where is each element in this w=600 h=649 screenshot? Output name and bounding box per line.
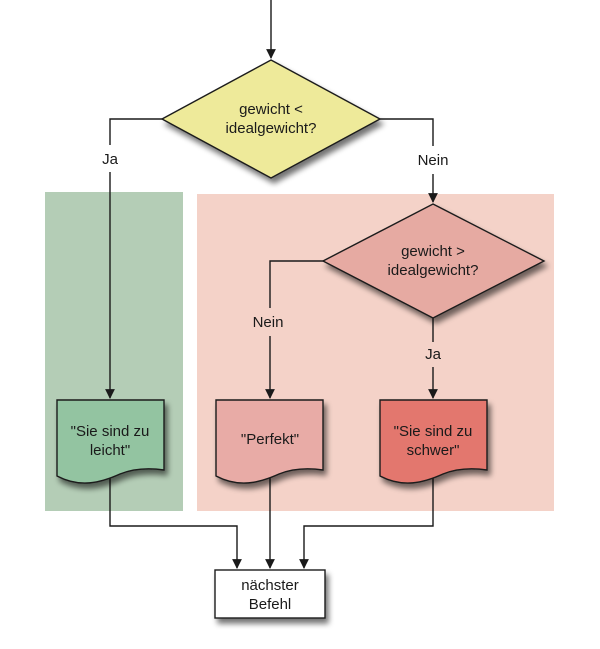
edge-decision2-no (269, 260, 325, 308)
edge-decision1-yes (109, 118, 162, 145)
next-line2: Befehl (249, 596, 292, 613)
decision2-line1: gewicht > (401, 243, 465, 260)
decision-weight-less-than-ideal[interactable]: gewicht < idealgewicht? (160, 59, 382, 179)
decision1-line1: gewicht < (239, 101, 303, 118)
output-light-line2: leicht" (90, 442, 130, 459)
edge-decision1-no (380, 118, 434, 146)
edge-heavy-to-next (299, 478, 434, 569)
edge-label-d2-yes: Ja (425, 346, 442, 363)
output-light-line1: "Sie sind zu (71, 423, 150, 440)
edge-light-to-next (109, 478, 242, 569)
output-perfect[interactable]: "Perfekt" (215, 399, 324, 484)
decision1-line2: idealgewicht? (226, 120, 317, 137)
output-heavy-line2: schwer" (407, 442, 460, 459)
decision2-line2: idealgewicht? (388, 262, 479, 279)
next-line1: nächster (241, 577, 299, 594)
edge-label-d1-no: Nein (418, 152, 449, 169)
process-next-command[interactable]: nächster Befehl (214, 569, 326, 619)
edge-label-d1-yes: Ja (102, 151, 119, 168)
decision-weight-greater-than-ideal[interactable]: gewicht > idealgewicht? (321, 203, 546, 319)
output-too-light[interactable]: "Sie sind zu leicht" (56, 399, 165, 484)
output-perfect-line1: "Perfekt" (241, 431, 299, 448)
output-heavy-line1: "Sie sind zu (394, 423, 473, 440)
output-too-heavy[interactable]: "Sie sind zu schwer" (379, 399, 488, 484)
edge-label-d2-no: Nein (253, 314, 284, 331)
